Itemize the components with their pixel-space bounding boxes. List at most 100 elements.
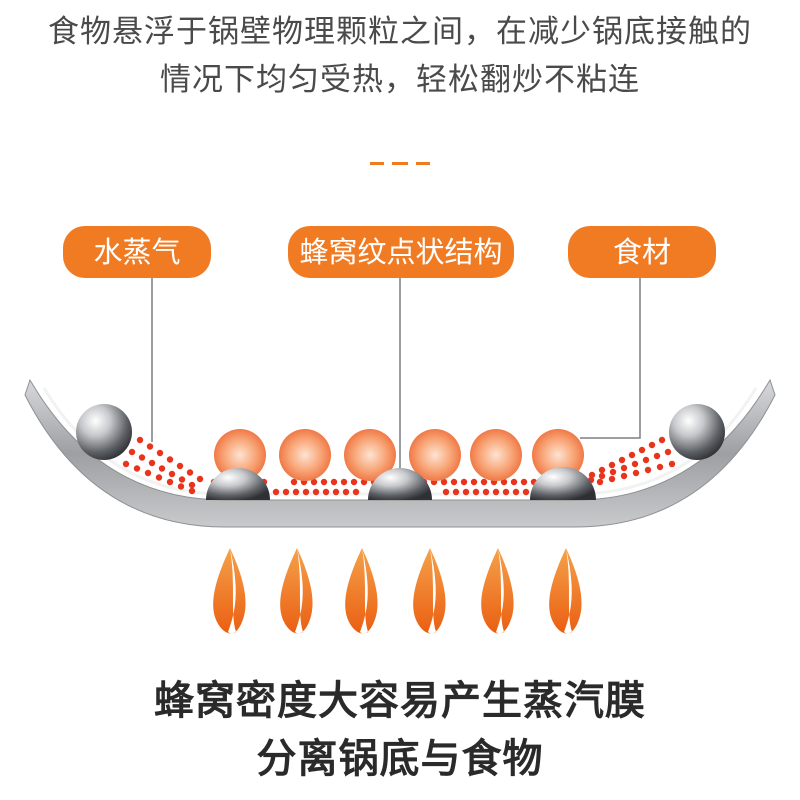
steam-dot xyxy=(272,488,280,496)
steel-ball-bottom xyxy=(206,468,270,500)
steam-dot xyxy=(658,436,666,444)
flame-icon xyxy=(549,548,582,634)
steam-dot xyxy=(620,472,628,480)
steam-dot xyxy=(642,456,650,464)
steam-dot xyxy=(146,443,154,450)
summary-line-1: 蜂窝密度大容易产生蒸汽膜 xyxy=(154,678,646,724)
food-ball xyxy=(409,429,461,481)
steam-dot xyxy=(330,478,338,486)
steam-dot xyxy=(608,461,616,469)
steam-dot xyxy=(502,488,510,496)
steam-dot xyxy=(480,478,488,486)
steam-dot xyxy=(452,488,460,496)
steam-dot xyxy=(155,474,163,481)
steam-dot xyxy=(148,459,156,467)
steam-dot xyxy=(618,456,626,464)
steam-dot xyxy=(310,478,318,486)
steam-dot xyxy=(322,488,330,496)
steam-dot xyxy=(653,452,661,460)
steam-dot xyxy=(186,469,194,476)
label-food: 食材 xyxy=(568,226,716,278)
honeycomb-steel-balls xyxy=(76,404,725,500)
steam-dot xyxy=(460,478,468,486)
steam-dot xyxy=(442,488,450,496)
steam-dot xyxy=(598,466,606,474)
steam-dot xyxy=(290,478,298,486)
decorative-divider xyxy=(0,162,800,165)
steam-dot xyxy=(664,448,672,456)
flame-icon xyxy=(481,548,514,634)
pointer-lines xyxy=(151,278,641,484)
steam-dot xyxy=(656,463,664,471)
steam-dot xyxy=(156,449,164,457)
steam-dot xyxy=(166,478,174,486)
steam-dot xyxy=(492,488,500,496)
steam-dot xyxy=(196,475,204,483)
flame-icon xyxy=(345,548,378,634)
steam-dot xyxy=(178,476,186,483)
summary-line-2: 分离锅底与食物 xyxy=(256,736,544,782)
food-ball xyxy=(344,429,396,481)
steel-ball-right-wall xyxy=(669,404,725,460)
steam-dot xyxy=(352,488,360,496)
steam-dot xyxy=(292,488,300,496)
steam-dot xyxy=(462,488,470,496)
steam-dot xyxy=(440,478,448,486)
steam-dot xyxy=(638,446,646,454)
steel-ball-left-wall xyxy=(76,404,132,460)
steam-dot xyxy=(312,488,320,496)
summary-text: 蜂窝密度大容易产生蒸汽膜 分离锅底与食物 xyxy=(0,672,800,788)
steam-dot xyxy=(512,488,520,496)
divider-dash xyxy=(392,162,408,165)
steam-dot xyxy=(144,469,152,477)
steam-dot xyxy=(282,488,290,496)
steam-dot xyxy=(138,454,146,461)
steam-dot xyxy=(350,478,358,486)
steam-dot xyxy=(596,478,604,486)
steam-dot xyxy=(166,456,174,463)
steam-dot xyxy=(168,470,176,478)
steam-dot xyxy=(631,460,639,468)
steam-dot xyxy=(177,483,185,490)
intro-line-2: 情况下均匀受热，轻松翻炒不粘连 xyxy=(160,62,640,98)
steam-dot xyxy=(608,475,616,483)
steam-dot xyxy=(472,488,480,496)
steel-ball-bottom xyxy=(368,468,432,500)
steam-dot xyxy=(302,488,310,496)
steam-dot xyxy=(158,465,166,472)
flame-icon xyxy=(413,548,446,634)
steam-dot xyxy=(332,488,340,496)
steam-dot xyxy=(122,460,130,468)
steam-dot xyxy=(520,478,528,486)
food-ball xyxy=(470,429,522,481)
steam-dot xyxy=(188,481,196,489)
flame-row xyxy=(213,548,582,634)
steam-dot xyxy=(342,488,350,496)
steam-dot xyxy=(668,460,676,468)
flame-icon xyxy=(280,548,313,634)
steam-dot xyxy=(450,478,458,486)
steam-dot xyxy=(188,487,196,495)
steam-dot xyxy=(628,451,636,459)
food-ball-row xyxy=(214,429,584,481)
steam-dot xyxy=(609,468,617,476)
steam-dot xyxy=(128,448,136,456)
flame-icon xyxy=(213,548,246,634)
label-steam: 水蒸气 xyxy=(63,226,211,278)
steam-dot xyxy=(470,478,478,486)
steam-dot xyxy=(644,466,652,474)
intro-line-1: 食物悬浮于锅壁物理颗粒之间，在减少锅底接触的 xyxy=(48,14,752,50)
steam-dot xyxy=(136,436,144,444)
steam-dot xyxy=(632,469,640,477)
steam-dot xyxy=(320,478,328,486)
label-honeycomb-structure: 蜂窝纹点状结构 xyxy=(288,226,514,278)
steam-dot xyxy=(522,488,530,496)
steam-dot xyxy=(133,465,141,472)
steel-ball-bottom xyxy=(530,467,596,500)
steam-dot xyxy=(176,462,184,470)
steam-dot xyxy=(588,471,596,479)
steam-dot xyxy=(510,478,518,486)
divider-dash xyxy=(416,162,430,165)
steam-dot xyxy=(598,472,606,480)
